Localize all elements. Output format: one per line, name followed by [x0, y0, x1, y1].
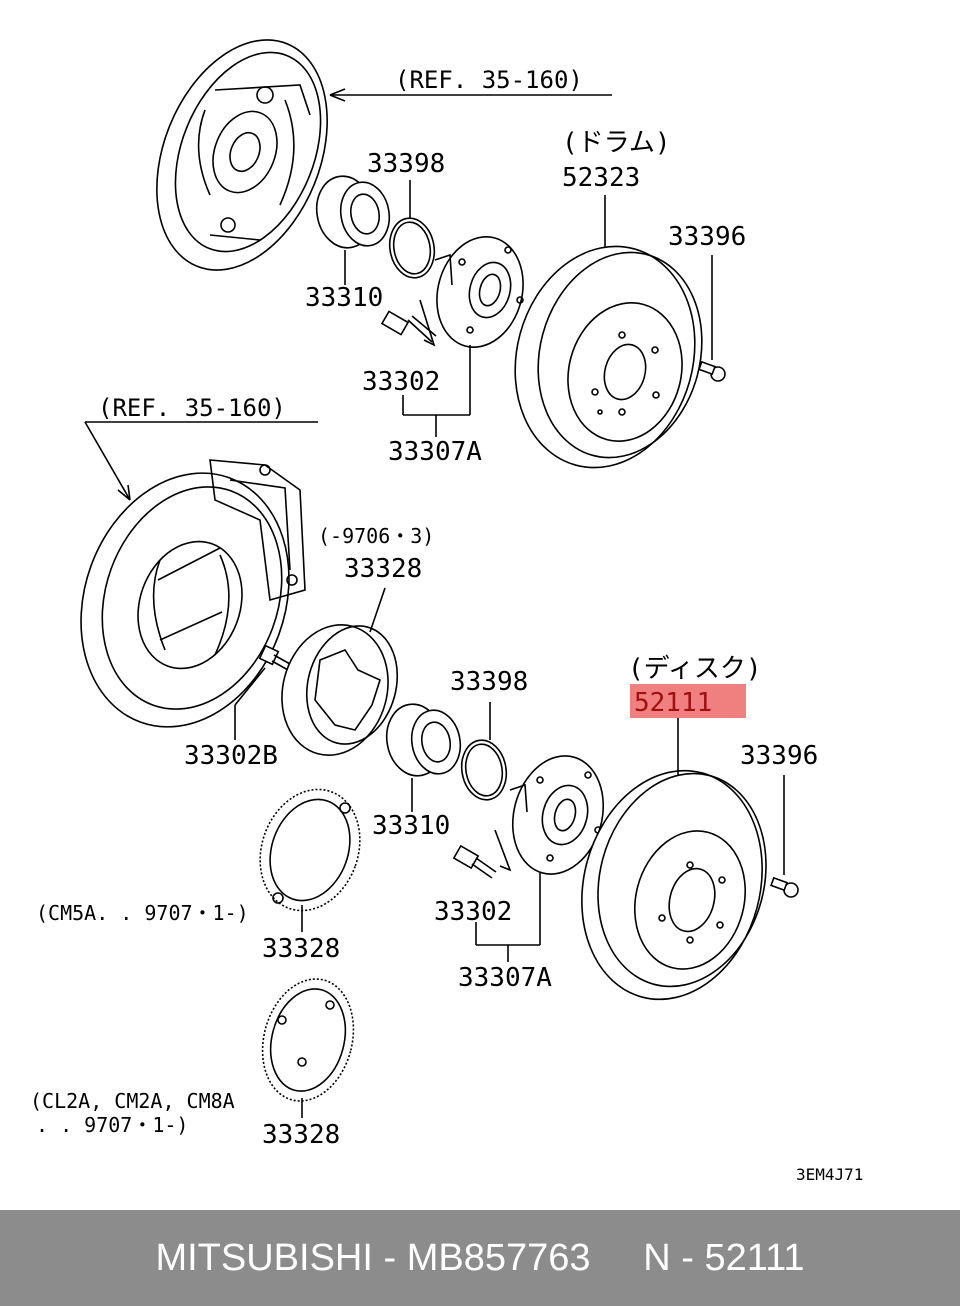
label-33398-bottom: 33398: [450, 667, 528, 697]
brake-drum: [514, 195, 703, 469]
label-52323: 52323: [562, 163, 640, 193]
label-33328-bottom: 33328: [262, 1120, 340, 1150]
bearing-bottom: [385, 703, 462, 812]
figure-code: 3EM4J71: [796, 1165, 863, 1184]
sensor-rotor-top: [281, 587, 399, 756]
label-33398-top: 33398: [367, 149, 445, 179]
label-33396-top: 33396: [668, 222, 746, 252]
label-33307a-top: 33307A: [388, 437, 482, 467]
label-33310-bottom: 33310: [372, 811, 450, 841]
ref-top-leader: [329, 88, 612, 102]
label-33328-mid: 33328: [262, 934, 340, 964]
label-33310-top: 33310: [305, 283, 383, 313]
label-cl2a-note-1: (CL2A, CM2A, CM8A: [30, 1089, 235, 1113]
label-33302-bottom: 33302: [434, 897, 512, 927]
highlight-52111: [630, 684, 746, 718]
screw-bottom: [770, 775, 799, 898]
label-rotor-note: (-9706・3): [318, 524, 434, 548]
snap-ring-top: [388, 180, 436, 279]
sensor-rotor-mid: [259, 788, 361, 932]
label-cl2a-note-2: . . 9707・1-): [36, 1113, 188, 1137]
backing-plate-top: [156, 39, 328, 271]
backing-plate-mid: [80, 459, 306, 728]
label-disc-note: (ディスク): [628, 654, 762, 684]
label-33396-bottom: 33396: [740, 741, 818, 771]
hub-top: [380, 236, 524, 437]
part-info-text: MITSUBISHI - MB857763 N - 52111: [155, 1236, 805, 1279]
hub-bottom: [452, 755, 605, 962]
label-52111: 52111: [634, 688, 712, 718]
label-drum-note: (ドラム): [562, 128, 671, 158]
parts-diagram: (REF. 35-160) 33310 33398 33302 33307A: [30, 39, 863, 1184]
label-33302-top: 33302: [362, 367, 440, 397]
label-33307a-bottom: 33307A: [458, 963, 552, 993]
ref-label-top: (REF. 35-160): [395, 66, 583, 94]
ref-mid-leader: [84, 421, 318, 501]
brake-disc: [581, 718, 767, 1001]
snap-ring-bottom: [460, 702, 508, 801]
label-33302b: 33302B: [184, 741, 278, 771]
sensor-rotor-bottom: [261, 978, 355, 1118]
bolt-33302b: [234, 644, 291, 740]
bearing-top: [315, 175, 391, 285]
ref-label-mid: (REF. 35-160): [98, 394, 286, 422]
label-33328-top: 33328: [344, 554, 422, 584]
part-info-footer: MITSUBISHI - MB857763 N - 52111: [0, 1210, 960, 1306]
screw-top: [698, 255, 726, 382]
label-cm5a-note: (CM5A. . 9707・1-): [36, 901, 249, 925]
